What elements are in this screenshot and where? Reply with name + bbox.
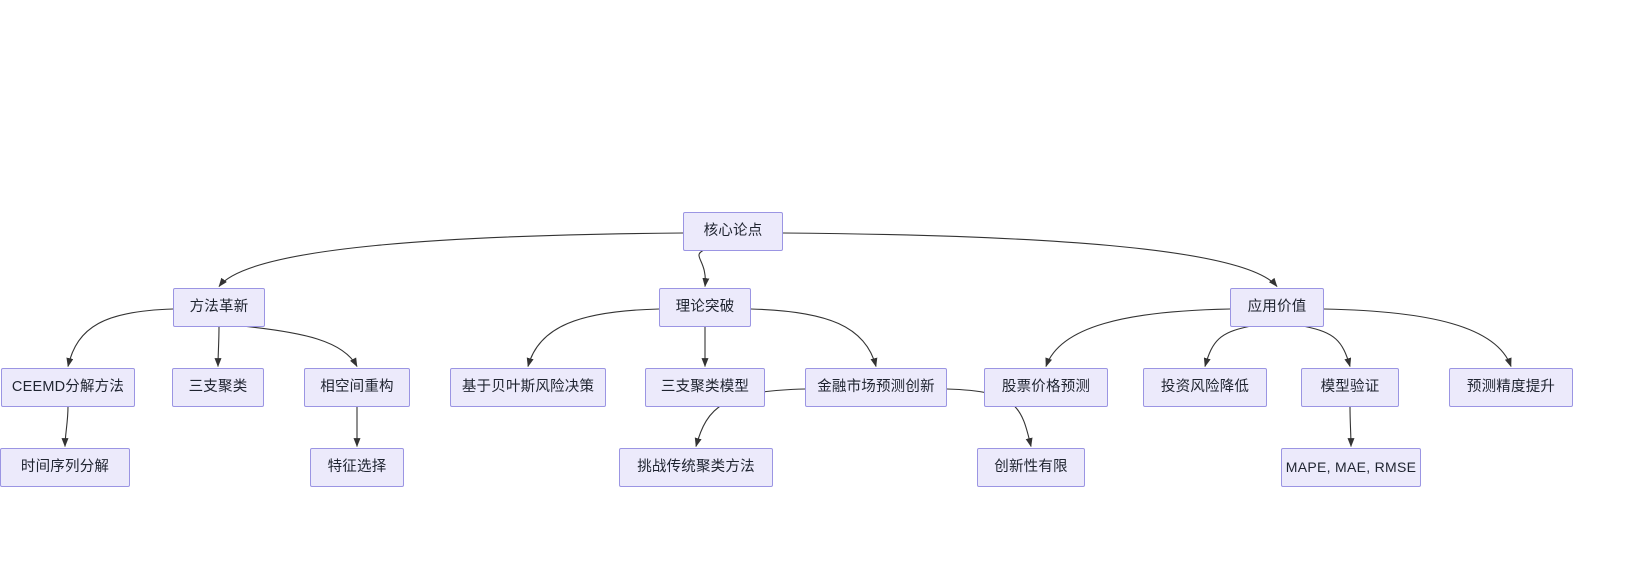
flowchart-node-a2[interactable]: 三支聚类 (172, 367, 264, 407)
flowchart-node-a3c[interactable]: 特征选择 (310, 447, 404, 487)
flowchart-edge-m2-to-b3 (750, 308, 878, 368)
flowchart-node-m1[interactable]: 方法革新 (173, 287, 265, 327)
flowchart-node-b3[interactable]: 金融市场预测创新 (805, 367, 947, 407)
flowchart-edge-m1-to-a3 (246, 325, 358, 368)
flowchart-node-label: 挑战传统聚类方法 (637, 458, 755, 475)
flowchart-edge-c3-to-c3c (1347, 406, 1355, 448)
flowchart-node-label: 股票价格预测 (1001, 378, 1091, 395)
flowchart-node-label: 预测精度提升 (1466, 378, 1556, 395)
flowchart-node-label: 核心论点 (703, 222, 763, 239)
flowchart-node-c4[interactable]: 预测精度提升 (1449, 367, 1573, 407)
flowchart-node-label: 三支聚类模型 (660, 378, 750, 395)
flowchart-edge-m1-to-a2 (214, 326, 222, 368)
edge-paths (61, 232, 1512, 448)
flowchart-node-label: 理论突破 (675, 298, 735, 315)
flowchart-node-m3[interactable]: 应用价值 (1230, 287, 1324, 327)
flowchart-node-label: 特征选择 (327, 458, 387, 475)
flowchart-edge-root-to-m2 (698, 250, 710, 288)
flowchart-node-c2[interactable]: 投资风险降低 (1143, 367, 1267, 407)
flowchart-edge-m1-to-a1 (66, 308, 174, 368)
flowchart-edge-m3-to-c4 (1323, 308, 1512, 368)
flowchart-node-label: 方法革新 (189, 298, 249, 315)
flowchart-node-label: CEEMD分解方法 (11, 378, 125, 395)
flowchart-node-label: 三支聚类 (188, 378, 248, 395)
flowchart-node-label: 基于贝叶斯风险决策 (461, 378, 595, 395)
flowchart-node-b3c2[interactable]: 创新性有限 (977, 447, 1085, 487)
flowchart-edge-m2-to-b1 (526, 308, 660, 368)
flowchart-node-label: 模型验证 (1320, 378, 1380, 395)
flowchart-edge-m3-to-c2 (1203, 325, 1249, 368)
flowchart-edge-m3-to-c3 (1305, 325, 1352, 368)
flowchart-node-c3c[interactable]: MAPE, MAE, RMSE (1281, 447, 1421, 487)
flowchart-edge-a1-to-a1c (61, 406, 69, 448)
flowchart-node-a1[interactable]: CEEMD分解方法 (1, 367, 135, 407)
flowchart-node-root[interactable]: 核心论点 (683, 211, 783, 251)
flowchart-edge-root-to-m3 (782, 232, 1278, 287)
flowchart-node-c1[interactable]: 股票价格预测 (984, 367, 1108, 407)
flowchart-node-a3[interactable]: 相空间重构 (304, 367, 410, 407)
flowchart-node-label: 投资风险降低 (1160, 378, 1250, 395)
flowchart-node-b2[interactable]: 三支聚类模型 (645, 367, 765, 407)
flowchart-node-m2[interactable]: 理论突破 (659, 287, 751, 327)
flowchart-node-c3[interactable]: 模型验证 (1301, 367, 1399, 407)
flowchart-node-label: 相空间重构 (320, 378, 394, 395)
flowchart-edge-m3-to-c1 (1045, 308, 1231, 368)
flowchart-node-a1c[interactable]: 时间序列分解 (0, 447, 130, 487)
flowchart-node-b3c1[interactable]: 挑战传统聚类方法 (619, 447, 773, 487)
flowchart-node-label: 时间序列分解 (20, 458, 110, 475)
flowchart-node-label: MAPE, MAE, RMSE (1285, 459, 1417, 475)
flowchart-edge-root-to-m1 (218, 232, 684, 287)
flowchart-node-label: 创新性有限 (994, 458, 1068, 475)
flowchart-node-b1[interactable]: 基于贝叶斯风险决策 (450, 367, 606, 407)
flowchart-node-label: 金融市场预测创新 (817, 378, 935, 395)
flowchart-node-label: 应用价值 (1247, 298, 1307, 315)
